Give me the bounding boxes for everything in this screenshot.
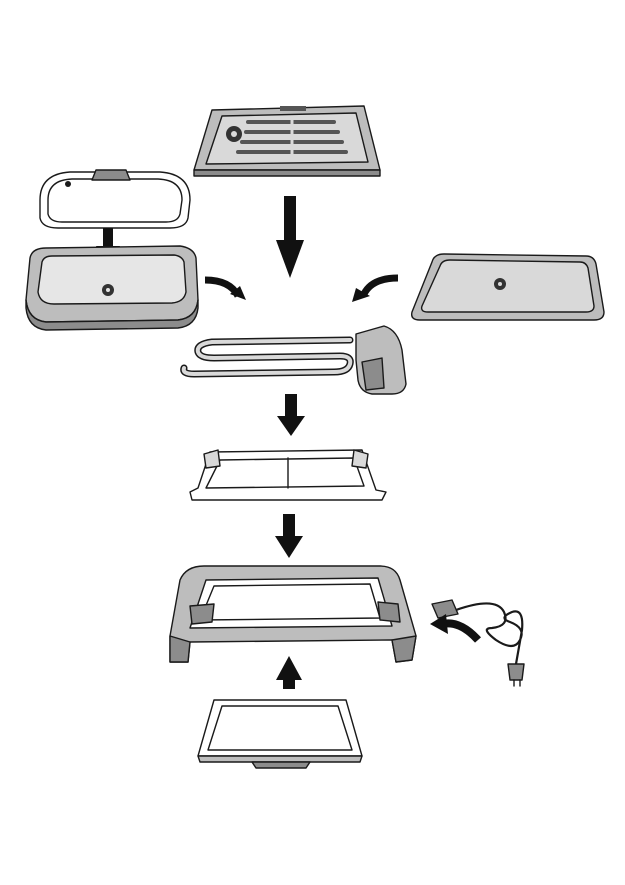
arrow-pan-curve bbox=[205, 280, 246, 300]
arrow-driptray-up bbox=[276, 656, 302, 689]
reflector-tray bbox=[190, 450, 386, 500]
cooking-pan bbox=[26, 246, 198, 330]
drip-tray bbox=[198, 700, 362, 768]
glass-lid bbox=[40, 170, 190, 228]
power-cord bbox=[432, 600, 524, 686]
heating-element bbox=[184, 326, 406, 394]
base-frame bbox=[170, 566, 416, 662]
flat-griddle-plate bbox=[412, 254, 604, 320]
arrow-element-down bbox=[277, 394, 305, 436]
arrow-tray-down bbox=[275, 514, 303, 558]
grill-plate bbox=[194, 106, 380, 176]
arrow-grill-down bbox=[276, 196, 304, 278]
arrow-griddle-curve bbox=[352, 278, 398, 302]
